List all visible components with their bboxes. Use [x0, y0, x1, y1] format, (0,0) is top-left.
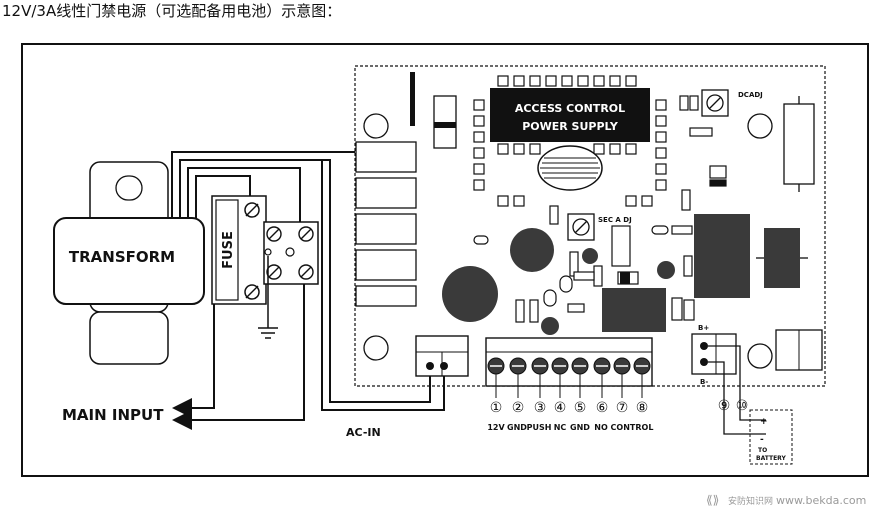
black-bar: [410, 72, 415, 126]
battery-box: + - TO BATTERY: [749, 409, 793, 465]
secadj-label: SEC A DJ: [598, 216, 632, 224]
watermark-logo-icon: ⟪⟫: [706, 493, 719, 507]
output-terminal-block: [485, 337, 653, 398]
terminal-num-1: ①: [490, 400, 503, 416]
access-control-chip: ACCESS CONTROL POWER SUPPLY: [490, 75, 650, 155]
terminal-label-4: NC: [554, 423, 567, 432]
battery-to-label: TO: [758, 447, 767, 454]
transform-label: TRANSFORM: [69, 248, 175, 266]
terminal-labels: 12V GND PUSH NC GND NO CONTROL: [487, 423, 653, 432]
small-components-mid: [473, 205, 695, 323]
terminal-label-7: CONTROL: [611, 423, 654, 432]
secadj-potentiometer: SEC A DJ: [567, 213, 632, 241]
ac-in-label: AC-IN: [346, 426, 381, 439]
dcadj-label: DCADJ: [738, 91, 763, 99]
dcadj-potentiometer: DCADJ: [701, 89, 763, 117]
main-input-label: MAIN INPUT: [62, 406, 164, 424]
small-components-top: [679, 95, 727, 211]
watermark-logo: 安防知识网: [728, 495, 773, 507]
page-title: 12V/3A线性门禁电源（可选配备用电池）示意图：: [2, 2, 342, 20]
battery-terminal-block: B+ B-: [691, 324, 737, 386]
dark-components: [442, 214, 800, 335]
terminal-num-4: ④: [554, 400, 567, 416]
terminal-num-5: ⑤: [574, 400, 587, 416]
wires: [171, 151, 445, 430]
relay-stack: [355, 141, 417, 307]
terminal-num-7: ⑦: [616, 400, 629, 416]
terminal-block-ac: [263, 221, 319, 285]
terminal-label-3: PUSH: [527, 423, 552, 432]
watermark: ⟪⟫ 安防知识网 www.bekda.com: [706, 493, 866, 507]
b-plus-label: B+: [698, 324, 709, 332]
fuse-label: FUSE: [221, 231, 236, 269]
terminal-num-3: ③: [534, 400, 547, 416]
chip-label-line1: ACCESS CONTROL: [515, 102, 625, 115]
terminal-label-5: GND: [570, 423, 590, 432]
terminal-label-2: GND: [507, 423, 527, 432]
terminal-label-6: NO: [594, 423, 608, 432]
battery-minus-sign: -: [760, 435, 764, 445]
fuse-block: FUSE: [211, 195, 267, 305]
battery-label: BATTERY: [756, 455, 786, 462]
terminal-label-1: 12V: [487, 423, 505, 432]
transformer: TRANSFORM: [53, 161, 205, 365]
battery-wires: [708, 345, 766, 435]
battery-terminal-10: ⑩: [736, 398, 749, 414]
terminal-num-8: ⑧: [636, 400, 649, 416]
terminal-num-6: ⑥: [596, 400, 609, 416]
terminal-num-2: ②: [512, 400, 525, 416]
battery-terminal-9: ⑨: [718, 398, 731, 414]
side-pads: [473, 99, 667, 207]
mounting-holes: [363, 113, 773, 369]
terminal-numbers: ① ② ③ ④ ⑤ ⑥ ⑦ ⑧: [490, 400, 649, 416]
resistor-top-right: [783, 103, 815, 185]
ground-symbol: [258, 256, 278, 339]
inductor-coil: [537, 145, 603, 191]
ac-in-terminal: [415, 335, 469, 377]
watermark-site: www.bekda.com: [776, 494, 866, 507]
chip-label-line2: POWER SUPPLY: [522, 120, 619, 133]
b-minus-label: B-: [700, 378, 708, 386]
battery-plus-sign: +: [760, 417, 768, 427]
outer-frame: [21, 43, 869, 477]
